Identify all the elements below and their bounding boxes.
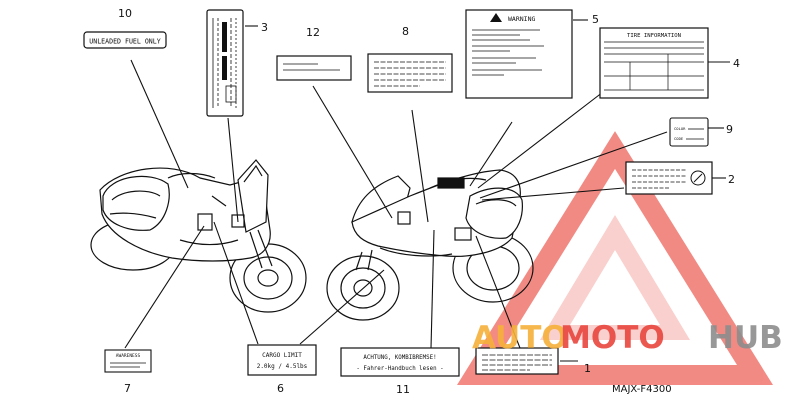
callout-1: 1 <box>584 362 591 375</box>
callout-5: 5 <box>592 13 599 26</box>
label-4-tire-information: TIRE INFORMATION <box>599 27 709 99</box>
label-9-color-code: COLOR CODE <box>669 117 709 147</box>
label-8-text-block <box>367 53 453 93</box>
watermark-part3: HUB <box>708 320 783 356</box>
label-10-unleaded-fuel: UNLEADED FUEL ONLY <box>83 31 167 49</box>
label-6-cargo-limit: CARGO LIMIT 2.0kg / 4.5lbs <box>247 344 317 376</box>
watermark-part2: MOTO <box>560 320 665 356</box>
watermark-logo-triangle <box>457 131 773 385</box>
callout-12: 12 <box>306 26 320 39</box>
callout-8: 8 <box>402 25 409 38</box>
label-3-vertical-info <box>206 9 244 117</box>
label-5-warning: WARNING <box>465 9 573 99</box>
callout-4: 4 <box>733 57 740 70</box>
motorcycle-left-illustration <box>90 159 307 313</box>
leader-lines <box>124 19 730 362</box>
cargo-line1-text: CARGO LIMIT <box>262 352 302 359</box>
motorcycle-right-illustration <box>326 169 534 321</box>
callout-9: 9 <box>726 123 733 136</box>
warning-triangle-icon <box>490 13 502 22</box>
callout-3: 3 <box>261 21 268 34</box>
label9-line2-text: CODE <box>674 136 684 141</box>
cargo-line2-text: 2.0kg / 4.5lbs <box>257 363 308 370</box>
achtung-line1-text: ACHTUNG, KOMBIBREMSE! <box>363 355 436 361</box>
label-1-plain <box>475 347 559 375</box>
awareness-label-text: AWARENESS <box>116 353 141 359</box>
watermark-text: AUTO MOTO HUB <box>472 320 783 356</box>
label9-line1-text: COLOR <box>674 126 686 131</box>
label-11-achtung: ACHTUNG, KOMBIBREMSE! - Fahrer-Handbuch … <box>340 347 460 377</box>
callout-2: 2 <box>728 173 735 186</box>
tire-info-label-text: TIRE INFORMATION <box>627 33 681 39</box>
watermark-part1: AUTO <box>472 320 568 356</box>
label-7-awareness: AWARENESS <box>104 349 152 373</box>
label-2-with-dial <box>625 161 713 195</box>
label-12-plain <box>276 55 352 81</box>
unleaded-label-text: UNLEADED FUEL ONLY <box>89 38 160 46</box>
callout-numbers: 1 2 3 4 5 6 7 8 9 10 11 12 <box>118 7 740 396</box>
warning-label-text: WARNING <box>508 15 535 23</box>
callout-10: 10 <box>118 7 132 20</box>
callout-7: 7 <box>124 382 131 395</box>
part-code: MAJX-F4300 <box>612 384 672 395</box>
callout-6: 6 <box>277 382 284 395</box>
callout-11: 11 <box>396 383 410 396</box>
achtung-line2-text: - Fahrer-Handbuch lesen - <box>356 366 443 372</box>
